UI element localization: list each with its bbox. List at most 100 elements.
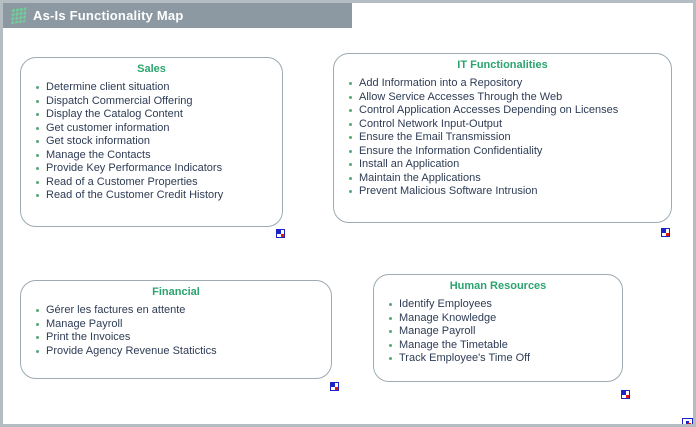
list-item: Manage the Contacts xyxy=(34,149,274,163)
marker-blue-square xyxy=(331,383,335,387)
marker-red-square xyxy=(335,387,338,390)
bullet-icon xyxy=(36,194,39,197)
bullet-icon xyxy=(36,153,39,157)
human-resources-box-title: Human Resources xyxy=(449,280,547,292)
list-item: Provide Agency Revenue Statictics xyxy=(34,345,323,359)
list-item-label: Get stock information xyxy=(46,135,150,147)
list-item-label: Ensure the Email Transmission xyxy=(359,131,511,143)
it-item-list: Add Information into a Repository Allow … xyxy=(334,77,671,199)
list-item-label: Track Employee's Time Off xyxy=(399,352,531,364)
list-item-label: Display the Catalog Content xyxy=(46,108,183,120)
list-item: Determine client situation xyxy=(34,81,274,95)
marker-blue-square xyxy=(277,230,281,234)
list-item: Display the Catalog Content xyxy=(34,108,274,122)
diagram-marker-icon[interactable] xyxy=(661,228,670,237)
bullet-icon xyxy=(36,99,39,103)
list-item: Manage the Timetable xyxy=(387,339,614,353)
list-item: Provide Key Performance Indicators xyxy=(34,162,274,176)
bullet-icon xyxy=(389,316,392,320)
bullet-icon xyxy=(389,303,392,306)
diagram-title-bar: As-Is Functionality Map xyxy=(3,3,352,28)
list-item: Control Application Accesses Depending o… xyxy=(347,104,663,118)
human-resources-box[interactable]: Human Resources Identify Employees Manag… xyxy=(373,274,623,382)
it-functionalities-box[interactable]: IT Functionalities Add Information into … xyxy=(333,53,672,223)
list-item: Manage Payroll xyxy=(34,318,323,332)
list-item-label: Manage Knowledge xyxy=(399,311,497,324)
financial-item-list: Gérer les factures en attente Manage Pay… xyxy=(21,304,331,358)
bullet-icon xyxy=(36,126,39,130)
list-item-label: Ensure the Information Confidentiality xyxy=(359,144,543,157)
bullet-icon xyxy=(349,149,352,153)
list-item: Get customer information xyxy=(34,122,274,136)
list-item: Manage Payroll xyxy=(387,325,614,339)
bullet-icon xyxy=(36,309,39,312)
bullet-icon xyxy=(36,349,39,353)
list-item: Read of the Customer Credit History xyxy=(34,189,274,203)
list-item-label: Determine client situation xyxy=(46,81,170,93)
bullet-icon xyxy=(36,180,39,184)
list-item-label: Manage the Timetable xyxy=(399,338,508,351)
bullet-icon xyxy=(389,357,392,360)
list-item: Prevent Malicious Software Intrusion xyxy=(347,185,663,199)
bullet-icon xyxy=(36,113,39,116)
list-item-label: Provide Key Performance Indicators xyxy=(46,162,223,174)
bullet-icon xyxy=(349,190,352,193)
marker-red-square xyxy=(666,233,669,236)
diagram-marker-icon[interactable] xyxy=(330,382,339,391)
list-item-label: Dispatch Commercial Offering xyxy=(46,94,193,107)
list-item: Dispatch Commercial Offering xyxy=(34,95,274,109)
bullet-icon xyxy=(349,95,352,99)
bullet-icon xyxy=(36,322,39,326)
bullet-icon xyxy=(36,86,39,89)
list-item-label: Add Information into a Repository xyxy=(359,77,523,89)
list-item: Ensure the Information Confidentiality xyxy=(347,145,663,159)
list-item-label: Gérer les factures en attente xyxy=(46,304,186,316)
sales-box[interactable]: Sales Determine client situation Dispatc… xyxy=(20,57,283,227)
page-title: As-Is Functionality Map xyxy=(33,8,184,23)
list-item-label: Maintain the Applications xyxy=(359,171,481,184)
list-item-label: Manage the Contacts xyxy=(46,148,151,161)
list-item-label: Allow Service Accesses Through the Web xyxy=(359,90,563,103)
financial-box[interactable]: Financial Gérer les factures en attente … xyxy=(20,280,332,379)
hr-item-list: Identify Employees Manage Knowledge Mana… xyxy=(374,298,622,366)
bullet-icon xyxy=(36,167,39,170)
list-item-label: Get customer information xyxy=(46,121,170,134)
list-item-label: Control Network Input-Output xyxy=(359,117,503,130)
list-item-label: Manage Payroll xyxy=(399,325,476,337)
sales-box-title: Sales xyxy=(137,63,166,75)
list-item-label: Install an Application xyxy=(359,158,460,170)
bullet-icon xyxy=(349,122,352,126)
diagram-marker-icon[interactable] xyxy=(621,390,630,399)
marker-red-square xyxy=(626,395,629,398)
green-dotted-diamond-icon xyxy=(10,6,27,25)
list-item: Read of a Customer Properties xyxy=(34,176,274,190)
bullet-icon xyxy=(36,140,39,143)
marker-blue-square xyxy=(662,229,666,233)
list-item: Ensure the Email Transmission xyxy=(347,131,663,145)
diagram-marker-icon[interactable] xyxy=(682,418,693,424)
bullet-icon xyxy=(349,163,352,166)
list-item: Get stock information xyxy=(34,135,274,149)
list-item: Gérer les factures en attente xyxy=(34,304,323,318)
diagram-marker-icon[interactable] xyxy=(276,229,285,238)
list-item-label: Identify Employees xyxy=(399,298,492,310)
list-item-label: Prevent Malicious Software Intrusion xyxy=(359,185,538,197)
list-item: Print the Invoices xyxy=(34,331,323,345)
list-item: Control Network Input-Output xyxy=(347,118,663,132)
list-item: Manage Knowledge xyxy=(387,312,614,326)
list-item: Maintain the Applications xyxy=(347,172,663,186)
bullet-icon xyxy=(349,136,352,139)
list-item: Track Employee's Time Off xyxy=(387,352,614,366)
marker-blue-square xyxy=(622,391,626,395)
marker-red-square xyxy=(688,423,691,424)
bullet-icon xyxy=(389,343,392,347)
list-item: Allow Service Accesses Through the Web xyxy=(347,91,663,105)
list-item-label: Provide Agency Revenue Statictics xyxy=(46,344,217,357)
list-item-label: Print the Invoices xyxy=(46,331,131,343)
bullet-icon xyxy=(389,330,392,333)
bullet-icon xyxy=(349,82,352,85)
it-functionalities-box-title: IT Functionalities xyxy=(457,59,548,71)
sales-item-list: Determine client situation Dispatch Comm… xyxy=(21,81,282,203)
list-item-label: Read of a Customer Properties xyxy=(46,175,198,188)
